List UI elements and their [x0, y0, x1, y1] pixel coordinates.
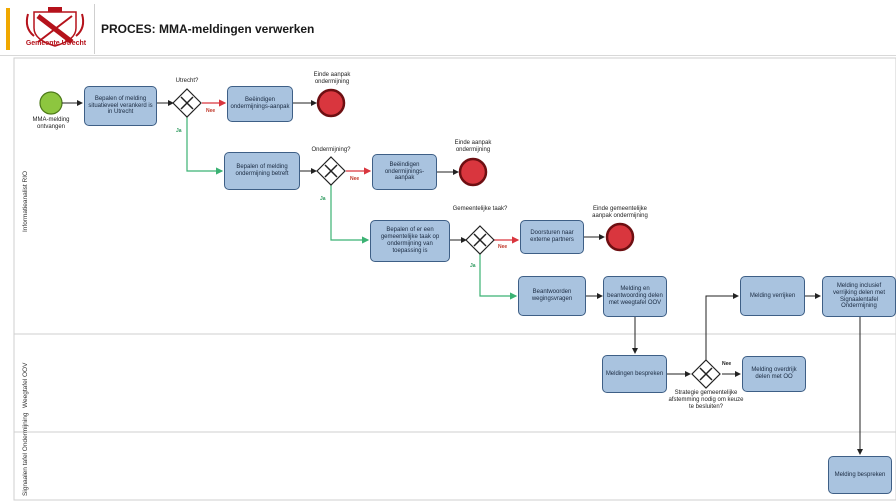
- gateway-strategie-label: Strategie gemeentelijke afstemming nodig…: [668, 390, 744, 410]
- task-beantwoorden-wegingsvragen[interactable]: Beantwoorden wegingsvragen: [518, 276, 586, 316]
- lane-label-signaalentafel: Signaalen tafel Ondermijning: [22, 412, 29, 496]
- task-beeindigen-aanpak-2[interactable]: Beëindigen ondermijnings-aanpak: [372, 154, 437, 190]
- gateway-gemeentelijke-taak-label: Gemeentelijke taak?: [452, 206, 508, 212]
- end-event-2-label: Einde aanpak ondermijning: [454, 140, 492, 153]
- flow-g1-t3-ja: [186, 117, 224, 175]
- start-event: [39, 91, 63, 115]
- task-bepalen-ondermijning[interactable]: Bepalen of melding ondermijning betreft: [224, 152, 300, 190]
- flow-label-ja-3: Ja: [470, 263, 476, 269]
- header: Gemeente Utrecht PROCES: MMA-meldingen v…: [0, 0, 896, 56]
- task-melding-verrijken[interactable]: Melding verrijken: [740, 276, 805, 316]
- flow-label-ja-2: Ja: [320, 196, 326, 202]
- flow-g2-t5-ja: [330, 185, 370, 244]
- page-title: PROCES: MMA-meldingen verwerken: [101, 22, 315, 36]
- end-event-1: [316, 88, 346, 118]
- org-name: Gemeente Utrecht: [25, 40, 87, 47]
- gateway-utrecht: [172, 88, 202, 118]
- task-doorsturen-externe-partners[interactable]: Doorsturen naar externe partners: [520, 220, 584, 254]
- gateway-gemeentelijke-taak: [465, 225, 495, 255]
- flow-label-nee-3: Nee: [498, 244, 508, 250]
- task-melding-delen-weegtafel[interactable]: Melding en beantwoording delen met weegt…: [603, 276, 667, 317]
- gateway-utrecht-label: Utrecht?: [175, 78, 199, 84]
- task-meldingen-bespreken[interactable]: Meldingen bespreken: [602, 355, 667, 393]
- task-bepalen-utrecht[interactable]: Bepalen of melding situatieveel veranker…: [84, 86, 157, 126]
- gateway-ondermijning-label: Ondermijning?: [311, 147, 351, 153]
- accent-bar: [6, 8, 10, 50]
- flow-g4-t10: [705, 293, 739, 362]
- header-divider: [94, 4, 95, 54]
- end-event-2: [458, 157, 488, 187]
- end-event-3-label: Einde gemeentelijke aanpak ondermijning: [592, 206, 648, 219]
- header-bottom-border: [0, 55, 896, 56]
- flow-label-ja-1: Ja: [176, 128, 182, 134]
- task-melding-bespreken[interactable]: Melding bespreken: [828, 456, 892, 494]
- gateway-strategie: [691, 359, 721, 389]
- gateway-ondermijning: [316, 156, 346, 186]
- end-event-1-label: Einde aanpak ondermijning: [313, 72, 351, 85]
- flow-g3-t7-ja: [479, 254, 518, 300]
- flow-label-nee-4: Nee: [722, 361, 732, 367]
- lane-label-weegtafel: Weegtafel OOV: [22, 362, 29, 408]
- flow-label-nee-1: Nee: [206, 108, 216, 114]
- task-beeindigen-aanpak-1[interactable]: Beëindigen ondermijnings-aanpak: [227, 86, 293, 122]
- logo: [25, 7, 85, 47]
- start-event-label: MMA-melding ontvangen: [32, 117, 70, 130]
- task-bepalen-gemeentelijke-taak[interactable]: Bepalen of er een gemeentelijke taak op …: [370, 220, 450, 262]
- task-melding-delen-signaalentafel[interactable]: Melding inclusief verrijking delen met S…: [822, 276, 896, 317]
- task-melding-delen-oo[interactable]: Melding overdrijk delen met OO: [742, 356, 806, 392]
- lane-label-informatieanalist: Informatieanalist RIO: [22, 170, 29, 232]
- end-event-3: [605, 222, 635, 252]
- flow-label-nee-2: Nee: [350, 176, 360, 182]
